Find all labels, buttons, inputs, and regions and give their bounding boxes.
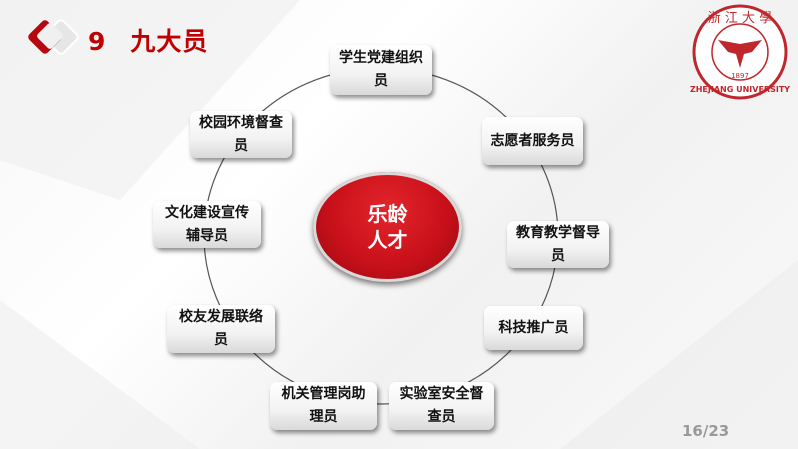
page-number: 16/23: [682, 422, 730, 440]
svg-text:浙 江 大 學: 浙 江 大 學: [708, 11, 772, 26]
node-volunteer-service: 志愿者服务员: [482, 117, 583, 165]
section-number: 9: [88, 27, 107, 56]
node-campus-environment: 校园环境督查员: [190, 111, 292, 158]
node-tech-promotion: 科技推广员: [484, 306, 583, 350]
node-student-party-organizer: 学生党建组织员: [330, 45, 432, 95]
center-line-2: 人才: [367, 228, 408, 252]
svg-text:1897: 1897: [731, 72, 749, 80]
center-circle: 乐龄 人才: [313, 172, 462, 282]
node-lab-safety: 实验室安全督查员: [389, 382, 494, 430]
center-line-1: 乐龄: [367, 202, 408, 226]
node-alumni-liaison: 校友发展联络员: [167, 305, 275, 353]
section-title: 九大员: [130, 27, 209, 56]
title-chevron-icon: [28, 19, 79, 55]
node-admin-assistant: 机关管理岗助理员: [270, 382, 377, 430]
node-culture-publicity: 文化建设宣传辅导员: [153, 201, 261, 248]
node-teaching-supervisor: 教育教学督导员: [507, 221, 609, 268]
zju-logo: 浙 江 大 學 1897 ZHEJIANG UNIVERSITY: [690, 4, 790, 100]
page-title: 9 九大员: [88, 22, 208, 58]
svg-text:ZHEJIANG UNIVERSITY: ZHEJIANG UNIVERSITY: [690, 85, 790, 94]
